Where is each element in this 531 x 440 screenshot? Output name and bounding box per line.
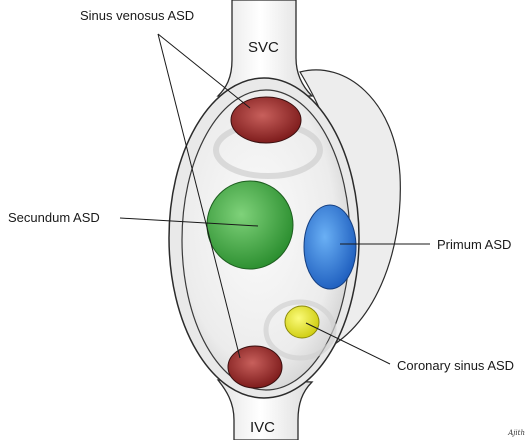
artist-signature: Ajith [508,429,525,437]
primum-defect [304,205,356,289]
label-svc: SVC [248,40,279,56]
label-secundum-asd: Secundum ASD [8,210,100,226]
label-coronary-sinus-asd: Coronary sinus ASD [397,358,514,374]
label-sinus-venosus-asd: Sinus venosus ASD [80,8,194,24]
coronary-sinus-defect [285,306,319,338]
label-primum-asd: Primum ASD [437,237,511,253]
sinus-venosus-defect-inferior [228,346,282,388]
label-ivc: IVC [250,420,275,436]
secundum-defect [207,181,293,269]
sinus-venosus-defect-superior [231,97,301,143]
